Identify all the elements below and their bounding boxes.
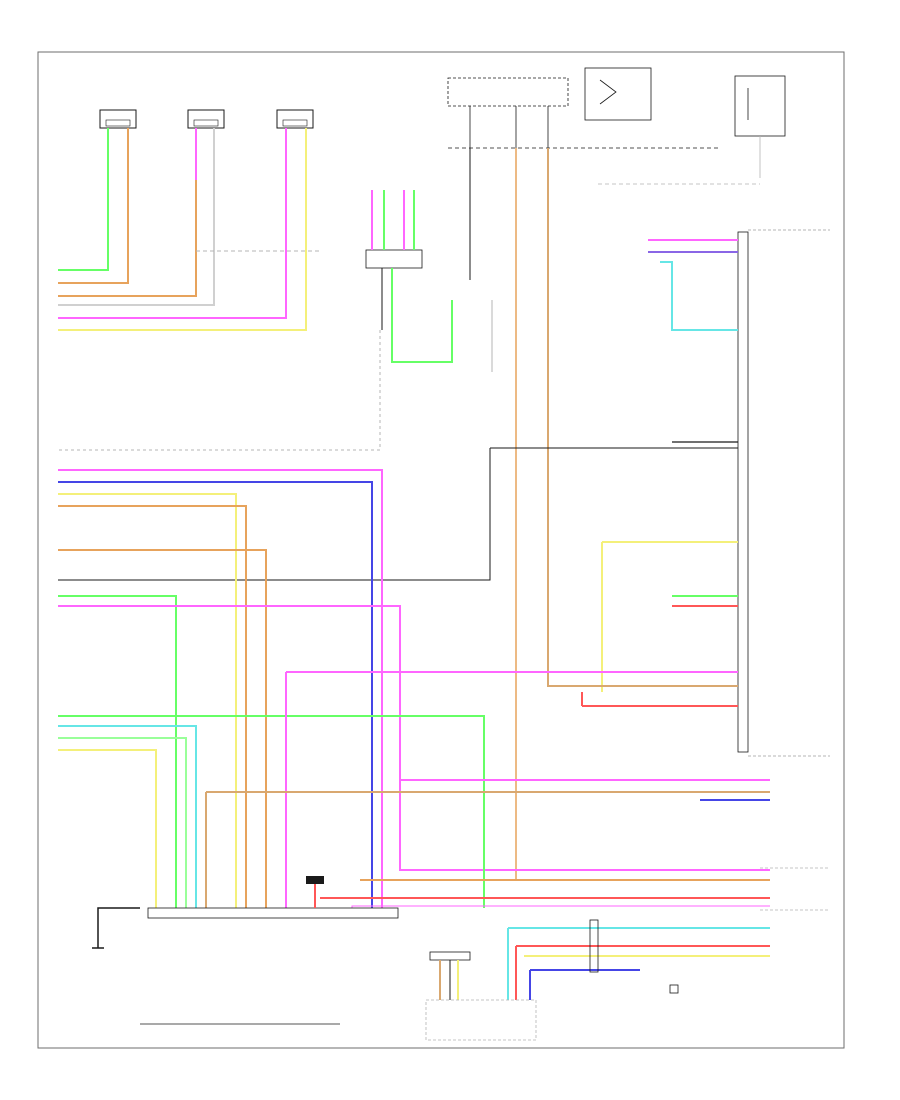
diagram-frame [37,51,845,1049]
nav-unit-wires [581,239,738,707]
nav-unit-connector [737,229,830,757]
speaker-wires [58,128,307,331]
ground-symbol [92,907,140,949]
trunk-wires [58,148,738,880]
fuse-block [598,75,786,185]
audio-unit-connector [140,907,399,1025]
steering-switch-group [365,190,493,372]
speaker-left [99,109,137,129]
microphone [306,876,324,908]
left-bus-wires [58,469,770,908]
antenna-connector [425,951,537,1041]
speaker-right [276,109,314,129]
speaker-mid [187,109,225,129]
relay-block [447,67,720,149]
cross-wires [205,671,770,1000]
right-lower-connector [589,867,830,994]
